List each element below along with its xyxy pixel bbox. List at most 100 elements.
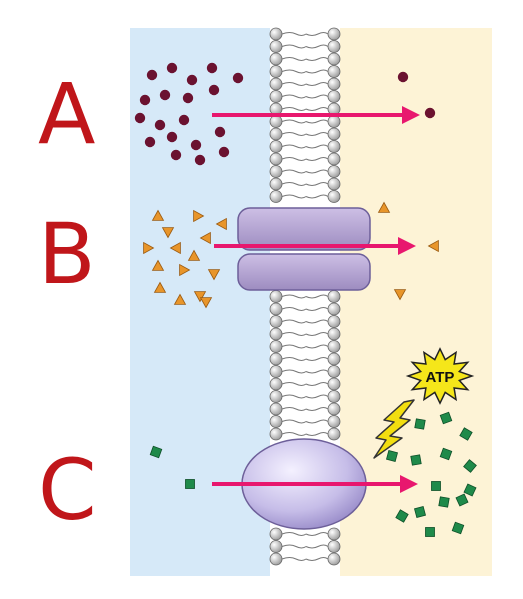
lipid-tail xyxy=(281,419,307,424)
lipid-head xyxy=(269,527,283,541)
lipid-head xyxy=(269,290,283,303)
lipid-head xyxy=(327,540,341,553)
particle-c xyxy=(425,527,435,537)
lipid-head xyxy=(269,27,283,41)
lipid-tail xyxy=(281,107,307,111)
lipid-head xyxy=(327,402,341,416)
particle-c xyxy=(414,418,426,430)
particle-b xyxy=(193,209,205,223)
lipid-head xyxy=(327,177,341,191)
lipid-tail xyxy=(281,557,307,561)
lipid-head xyxy=(327,427,341,441)
lipid-head xyxy=(327,315,341,328)
particle-a xyxy=(194,154,206,166)
lipid-tail xyxy=(281,394,307,399)
lipid-head xyxy=(269,402,283,416)
particle-a xyxy=(154,119,166,131)
lipid-tail xyxy=(305,194,329,199)
lipid-head xyxy=(327,552,341,566)
lipid-head xyxy=(327,527,341,541)
particle-a xyxy=(218,146,230,158)
lipid-head xyxy=(327,52,341,66)
particle-c xyxy=(438,496,450,508)
lipid-tail xyxy=(281,532,307,536)
lipid-tail xyxy=(281,32,307,36)
lipid-head xyxy=(269,365,283,378)
lipid-tail xyxy=(305,382,329,386)
lipid-head xyxy=(327,327,341,341)
lipid-tail xyxy=(281,182,307,186)
lipid-tail xyxy=(281,307,307,311)
lipid-head xyxy=(327,127,341,141)
lipid-tail xyxy=(281,544,307,549)
lipid-tail xyxy=(305,332,329,336)
lipid-tail xyxy=(281,119,307,124)
lipid-head xyxy=(327,65,341,78)
lipid-tail xyxy=(305,407,329,411)
particle-b xyxy=(187,249,201,261)
lipid-tail xyxy=(281,169,307,174)
label-b: B xyxy=(38,205,96,303)
lipid-head xyxy=(269,152,283,166)
particle-c xyxy=(431,481,441,491)
lipid-head xyxy=(327,290,341,303)
lipid-tail xyxy=(281,332,307,336)
lipid-tail xyxy=(305,432,329,436)
energy-bolt-icon xyxy=(373,399,415,459)
lipid-tail xyxy=(281,344,307,349)
particle-c xyxy=(413,505,427,519)
lipid-tail xyxy=(305,369,329,374)
lipid-tail xyxy=(281,357,307,361)
particle-a xyxy=(166,62,178,74)
lipid-tail xyxy=(281,44,307,49)
lipid-tail xyxy=(281,157,307,161)
particle-a xyxy=(159,89,171,101)
lipid-head xyxy=(327,165,341,178)
particle-b xyxy=(377,201,391,213)
lipid-head xyxy=(269,327,283,341)
particle-c xyxy=(410,454,422,466)
lipid-head xyxy=(327,390,341,403)
lipid-tail xyxy=(281,382,307,386)
particle-b xyxy=(179,263,191,277)
lipid-head xyxy=(269,52,283,66)
lipid-tail xyxy=(305,69,329,74)
atp-burst: ATP xyxy=(405,347,475,405)
lipid-head xyxy=(269,115,283,128)
lipid-head xyxy=(327,152,341,166)
particle-b xyxy=(393,289,407,301)
particle-c xyxy=(395,509,409,523)
lipid-tail xyxy=(305,44,329,49)
label-c: C xyxy=(38,441,97,539)
arrow-b xyxy=(214,237,416,255)
lipid-tail xyxy=(305,132,329,136)
particle-a xyxy=(232,72,244,84)
particle-c xyxy=(451,521,465,535)
lipid-tail xyxy=(281,132,307,136)
lipid-head xyxy=(269,315,283,328)
particle-a xyxy=(214,126,226,138)
particle-b xyxy=(199,297,213,309)
lipid-tail xyxy=(281,69,307,74)
lipid-tail xyxy=(281,407,307,411)
lipid-tail xyxy=(281,319,307,324)
lipid-tail xyxy=(305,169,329,174)
lipid-head xyxy=(269,165,283,178)
particle-b xyxy=(427,239,439,253)
particles-b xyxy=(143,201,439,309)
lipid-head xyxy=(269,427,283,441)
particle-a xyxy=(397,71,409,83)
particle-c xyxy=(149,445,163,459)
particle-b xyxy=(153,281,167,293)
lipid-tail xyxy=(305,107,329,111)
lipid-head xyxy=(327,302,341,316)
particle-b xyxy=(169,241,181,255)
particle-b xyxy=(151,209,165,221)
lipid-tail xyxy=(305,319,329,324)
lipid-head xyxy=(327,340,341,353)
particle-b xyxy=(173,293,187,305)
lipid-tail xyxy=(305,544,329,549)
lipid-head xyxy=(269,540,283,553)
lipid-tail xyxy=(305,157,329,161)
